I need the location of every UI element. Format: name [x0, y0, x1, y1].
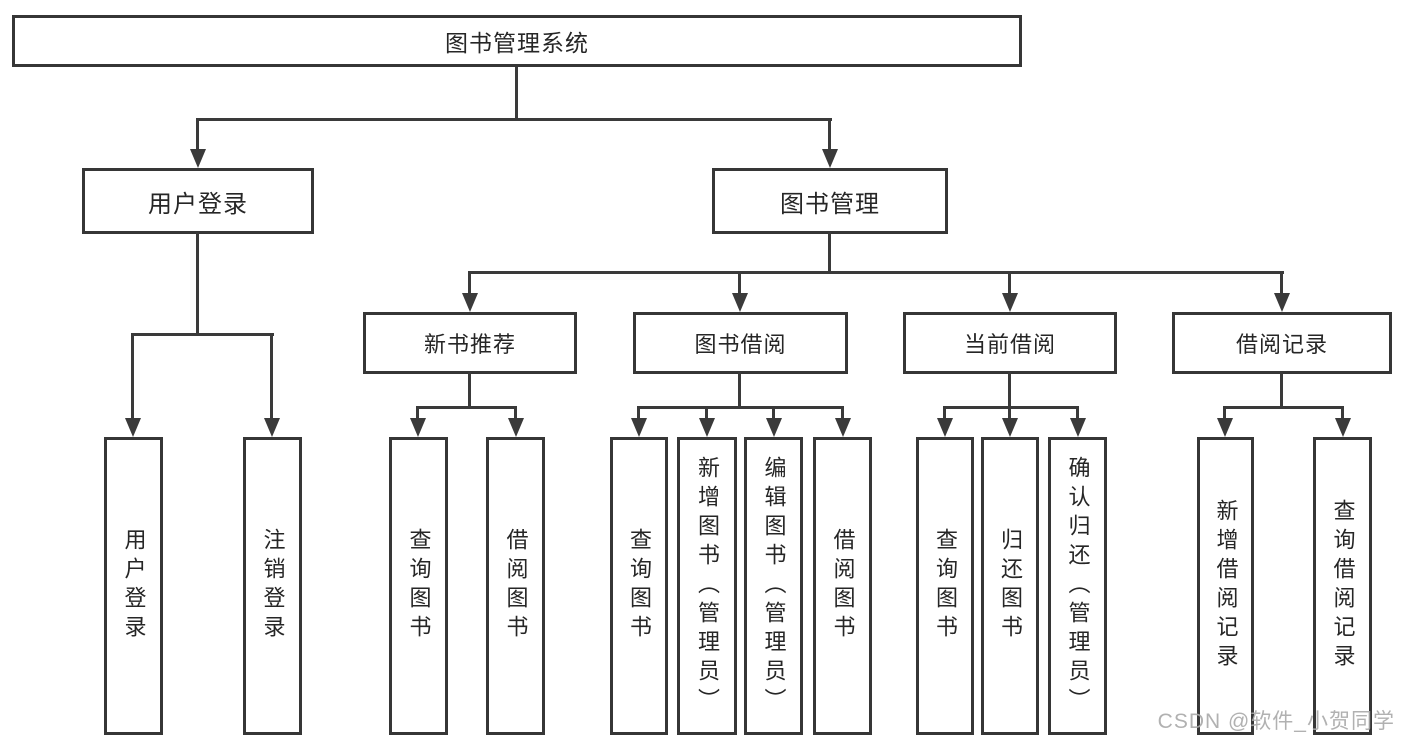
- connector-shaft-book-borrow: [738, 271, 741, 296]
- node-label: 查询图书: [933, 528, 958, 644]
- node-current-borrow: 当前借阅: [903, 312, 1117, 374]
- connector-new-book-branch: [416, 406, 517, 409]
- node-label: 编辑图书（管理员）: [761, 455, 787, 717]
- connector-shaft: [943, 406, 946, 421]
- arrow-down-icon: [462, 293, 478, 312]
- node-label: 归还图书: [998, 528, 1023, 644]
- arrow-down-icon: [699, 418, 715, 437]
- leaf-add-borrow-record: 新增借阅记录: [1197, 437, 1254, 735]
- node-label: 图书管理系统: [445, 30, 589, 56]
- csdn-watermark: CSDN @软件_小贺同学: [1157, 710, 1395, 733]
- connector-shaft-book-management: [828, 118, 831, 152]
- leaf-add-book-admin: 新增图书（管理员）: [677, 437, 737, 735]
- connector-borrow-records-stem: [1280, 372, 1283, 408]
- connector-shaft-user-login: [196, 118, 199, 152]
- connector-shaft: [1341, 406, 1344, 421]
- connector-shaft: [416, 406, 419, 421]
- arrow-down-icon: [766, 418, 782, 437]
- node-label: 新增图书（管理员）: [695, 455, 720, 717]
- node-label: 用户登录: [121, 528, 147, 644]
- connector-shaft-new-book: [468, 271, 471, 296]
- connector-shaft: [841, 406, 844, 421]
- arrow-down-icon: [1335, 418, 1351, 437]
- connector-book-management-branch: [468, 271, 1284, 274]
- arrow-down-icon: [264, 418, 280, 437]
- connector-shaft-leaf-logout: [270, 333, 273, 421]
- leaf-return-book: 归还图书: [981, 437, 1039, 735]
- arrow-down-icon: [937, 418, 953, 437]
- node-book-borrow: 图书借阅: [633, 312, 848, 374]
- leaf-query-borrow-record: 查询借阅记录: [1313, 437, 1372, 735]
- connector-book-borrow-branch: [637, 406, 844, 409]
- connector-shaft: [1008, 406, 1011, 421]
- arrow-down-icon: [1002, 293, 1018, 312]
- node-label: 图书管理: [780, 190, 880, 218]
- connector-shaft: [1076, 406, 1079, 421]
- arrow-down-icon: [410, 418, 426, 437]
- connector-root-branch: [196, 118, 832, 121]
- node-label: 新增借阅记录: [1213, 499, 1239, 673]
- leaf-logout: 注销登录: [243, 437, 302, 735]
- connector-shaft: [637, 406, 640, 421]
- node-label: 查询图书: [627, 528, 652, 644]
- node-book-management: 图书管理: [712, 168, 948, 234]
- node-label: 当前借阅: [963, 332, 1056, 357]
- leaf-borrow-book-recommend: 借阅图书: [486, 437, 545, 735]
- leaf-borrow-book: 借阅图书: [813, 437, 872, 735]
- connector-shaft: [1223, 406, 1226, 421]
- arrow-down-icon: [508, 418, 524, 437]
- connector-book-management-stem: [828, 232, 831, 273]
- connector-borrow-records-branch: [1223, 406, 1344, 409]
- arrow-down-icon: [125, 418, 141, 437]
- node-label: 查询借阅记录: [1330, 499, 1356, 673]
- node-label: 图书借阅: [694, 332, 787, 357]
- arrow-down-icon: [1002, 418, 1018, 437]
- connector-shaft-current-borrow: [1008, 271, 1011, 296]
- node-label: 借阅图书: [830, 528, 856, 644]
- node-label: 确认归还（管理员）: [1065, 455, 1091, 717]
- leaf-query-book-borrow: 查询图书: [610, 437, 668, 735]
- connector-user-login-stem: [196, 232, 199, 336]
- node-label: 注销登录: [260, 528, 286, 644]
- connector-shaft: [514, 406, 517, 421]
- arrow-down-icon: [1217, 418, 1233, 437]
- leaf-confirm-return-admin: 确认归还（管理员）: [1048, 437, 1107, 735]
- connector-new-book-stem: [468, 372, 471, 408]
- connector-root-stem: [515, 67, 518, 120]
- arrow-down-icon: [631, 418, 647, 437]
- leaf-query-book-recommend: 查询图书: [389, 437, 448, 735]
- node-label: 借阅记录: [1235, 332, 1328, 357]
- connector-book-borrow-stem: [738, 372, 741, 408]
- connector-shaft: [772, 406, 775, 421]
- node-library-management-system: 图书管理系统: [12, 15, 1022, 67]
- connector-shaft-borrow-records: [1280, 271, 1283, 296]
- arrow-down-icon: [1070, 418, 1086, 437]
- leaf-user-login: 用户登录: [104, 437, 163, 735]
- node-label: 查询图书: [406, 528, 432, 644]
- node-label: 借阅图书: [503, 528, 529, 644]
- arrow-down-icon: [822, 149, 838, 168]
- connector-current-borrow-stem: [1008, 372, 1011, 408]
- connector-shaft: [705, 406, 708, 421]
- connector-current-borrow-branch: [943, 406, 1079, 409]
- connector-user-login-branch: [131, 333, 274, 336]
- arrow-down-icon: [835, 418, 851, 437]
- arrow-down-icon: [732, 293, 748, 312]
- node-label: 用户登录: [148, 190, 248, 218]
- node-label: 新书推荐: [423, 332, 516, 357]
- leaf-edit-book-admin: 编辑图书（管理员）: [744, 437, 803, 735]
- connector-shaft-leaf-user-login: [131, 333, 134, 421]
- leaf-query-book-current: 查询图书: [916, 437, 974, 735]
- node-new-book-recommend: 新书推荐: [363, 312, 577, 374]
- node-borrow-records: 借阅记录: [1172, 312, 1392, 374]
- node-user-login: 用户登录: [82, 168, 314, 234]
- arrow-down-icon: [1274, 293, 1290, 312]
- arrow-down-icon: [190, 149, 206, 168]
